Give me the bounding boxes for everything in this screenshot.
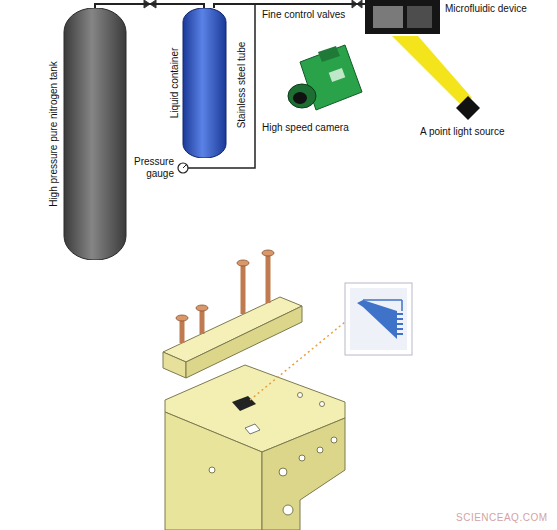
node-outline <box>365 0 440 34</box>
leader-line <box>250 322 345 400</box>
screw <box>237 260 249 266</box>
node-title: Microfluidic device <box>445 3 527 15</box>
node-title: High pressure pure nitrogen tank <box>48 61 60 207</box>
chip-holder <box>186 306 302 378</box>
light-beam <box>392 36 472 104</box>
node-title: Liquid container <box>169 48 181 119</box>
screw <box>241 263 246 314</box>
screw <box>196 305 208 311</box>
chip-holder <box>165 412 262 530</box>
camera-icon <box>329 68 346 82</box>
camera-icon <box>288 45 362 110</box>
chip-inset <box>345 283 412 355</box>
node-outline <box>373 6 403 28</box>
node-outline <box>64 8 126 260</box>
tube-label: Stainless steel tube <box>236 42 248 129</box>
gauge-line <box>178 163 188 173</box>
light-label: A point light source <box>420 126 505 138</box>
chip-inset <box>397 328 403 330</box>
camera-icon <box>288 84 316 108</box>
chip-holder <box>320 402 325 407</box>
chip-holder <box>245 424 260 434</box>
chip-inset <box>357 300 397 339</box>
light-source <box>456 96 480 120</box>
chip-holder <box>163 352 186 378</box>
chip-holder <box>279 468 287 476</box>
pipe-connector <box>214 4 365 8</box>
valve-label: Fine control valves <box>262 9 345 21</box>
chip-inset <box>363 299 402 301</box>
screw <box>262 250 274 256</box>
chip-holder <box>299 455 305 461</box>
chip-holder <box>262 418 345 530</box>
chip-inset <box>397 333 403 335</box>
chip-inset <box>397 323 403 325</box>
node-outline <box>183 8 226 158</box>
camera-icon <box>318 46 340 62</box>
pipe-connector <box>95 4 204 8</box>
chip-inset <box>397 313 403 315</box>
chip-holder <box>331 437 337 443</box>
watermark: SCIENCEAQ.COM <box>456 512 548 524</box>
light-beam <box>392 36 472 104</box>
chip-holder <box>209 467 215 473</box>
node-outline <box>407 6 432 28</box>
chip-inset <box>350 288 407 350</box>
screw <box>180 318 185 343</box>
camera-label: High speed camera <box>262 122 349 134</box>
leader-line <box>250 322 345 400</box>
chip-holder <box>163 297 345 530</box>
chip-inset <box>397 318 403 320</box>
light-source <box>456 96 480 120</box>
chip-inset <box>345 283 412 355</box>
chip-holder <box>298 393 303 398</box>
camera-icon <box>293 92 307 104</box>
chip-holder <box>283 505 293 515</box>
gas-tank: High pressure pure nitrogen tank <box>46 8 130 260</box>
screw <box>200 308 205 334</box>
screw <box>266 253 271 303</box>
liquid-container: Liquid container <box>168 8 230 158</box>
microfluidic-device: Microfluidic device <box>365 0 553 36</box>
gauge-line <box>178 4 255 173</box>
chip-inset <box>401 300 403 311</box>
chip-holder <box>232 396 256 411</box>
gauge-line <box>183 165 186 168</box>
screw <box>176 315 188 321</box>
chip-holder <box>317 447 323 453</box>
gauge-label: Pressure gauge <box>124 156 174 180</box>
screw <box>176 250 274 343</box>
